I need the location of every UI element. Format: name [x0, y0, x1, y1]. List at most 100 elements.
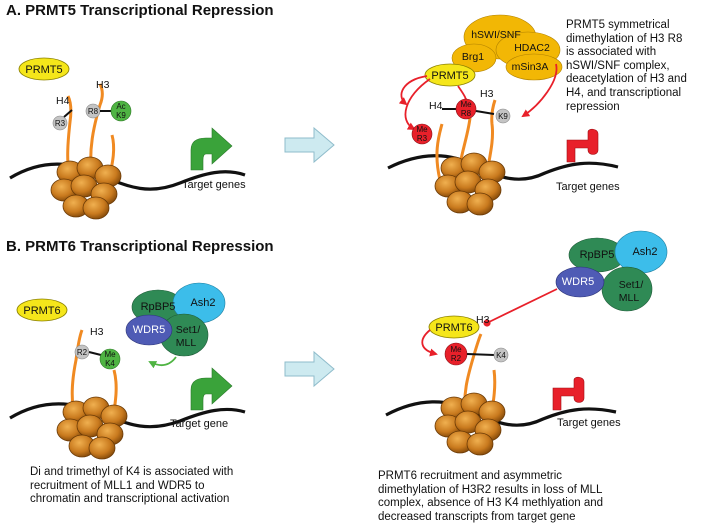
h4-label: H4	[56, 95, 70, 107]
panel-a-left-diagram: PRMT5 H4 R3 H3 R8 Ac K9 Target genes	[9, 57, 246, 220]
ac-k9-mark	[110, 100, 132, 122]
panel-a-right-diagram: hSWI/SNF Brg1 HDAC2 mSin3A PRMT5 H4 Me R…	[387, 14, 620, 216]
hswi-snf-label: hSWI/SNF	[471, 29, 521, 41]
k9-label: K9	[116, 111, 126, 120]
panel-b-left-diagram: PRMT6 RpBP5 Ash2 WDR5 Set1/ MLL H3 R2 Me…	[9, 282, 246, 460]
prmt5-enzyme-label: PRMT5	[25, 64, 62, 76]
active-transcription-arrow	[190, 127, 233, 171]
set1-label-bottom: MLL	[176, 337, 197, 349]
panel-b-left-caption: Di and trimethyl of K4 is associated wit…	[30, 466, 233, 507]
tail-3-repressed	[484, 99, 497, 179]
set1-label-bottom-right: MLL	[619, 292, 640, 304]
dna-strand-b-right	[385, 400, 617, 427]
hdac2-label: HDAC2	[514, 42, 550, 54]
brg1-label: Brg1	[462, 51, 484, 63]
panel-a-transition-arrow	[284, 126, 335, 164]
r8-label: R8	[88, 107, 99, 116]
panel-a-description-line: is associated with	[566, 46, 657, 59]
h3-label-b-right: H3	[476, 314, 490, 326]
panel-b-title: B. PRMT6 Transcriptional Repression	[6, 238, 274, 255]
prmt6-enzyme-label: PRMT6	[23, 305, 60, 317]
ash2-label: Ash2	[190, 297, 215, 309]
panel-b-transition-arrow	[284, 350, 335, 388]
msin3a-complex	[505, 53, 563, 81]
r2-label: R2	[77, 348, 88, 357]
repressed-promoter-b	[552, 376, 585, 411]
prmt5-enzyme	[18, 57, 70, 81]
me-k4-mark	[99, 348, 121, 370]
me-r8-mark	[455, 98, 477, 120]
h3-label-b: H3	[90, 326, 104, 338]
prmt5-bound-label: PRMT5	[431, 70, 468, 82]
k4-label: K4	[496, 351, 506, 360]
h3-tail	[89, 83, 104, 179]
prmt6-enzyme	[16, 298, 68, 322]
me-k4-top: Me	[104, 350, 116, 359]
me-r8-bottom: R8	[461, 109, 472, 118]
dna-strand	[9, 162, 246, 191]
panel-b-left-caption-line: recruitment of MLL1 and WDR5 to	[30, 479, 205, 492]
panel-b-right-diagram: RpBP5 Ash2 WDR5 Set1/ MLL PRMT6 H3 Me R2…	[385, 230, 668, 456]
inhibition-end	[483, 319, 491, 327]
panel-b-right-caption-line: PRMT6 recruitment and asymmetric	[378, 470, 563, 482]
panel-b-right-caption-line: decreased transcripts from target gene	[378, 510, 576, 523]
h3-label-right: H3	[480, 88, 494, 100]
panel-b-left-caption-line: chromatin and transcriptional activation	[30, 493, 230, 506]
me-r8-top: Me	[460, 100, 472, 109]
k4-stub-right	[466, 353, 495, 356]
prmt6-bound	[428, 315, 480, 339]
prmt5-bound	[424, 63, 476, 87]
me-r2-top: Me	[450, 345, 462, 354]
nucleosome-repressed	[434, 152, 506, 216]
inhibition-line	[488, 288, 558, 323]
panel-b-left-caption-line: Di and trimethyl of K4 is associated wit…	[30, 466, 234, 478]
panel-a-description-line: PRMT5 symmetrical	[566, 19, 670, 31]
target-genes-label-b-right: Target genes	[557, 417, 621, 429]
me-k4-bottom: K4	[105, 359, 115, 368]
panel-b-right-caption: PRMT6 recruitment and asymmetric dimethy…	[378, 470, 603, 524]
arrow-to-r3	[404, 78, 431, 130]
k4-mark	[493, 347, 509, 363]
panel-b-right-caption-line: dimethylation of H3R2 results in loss of…	[378, 483, 603, 496]
ash2-label-right: Ash2	[632, 246, 657, 258]
panel-b-right-caption-line: complex, absence of H3 K4 methlyation an…	[378, 497, 604, 510]
panel-a-description-line: dimethylation of H3 R8	[566, 32, 683, 45]
wdr5	[125, 314, 173, 346]
me-r3-mark	[411, 123, 433, 145]
ac-label: Ac	[116, 102, 125, 111]
wdr5-right	[555, 266, 605, 298]
mll-to-k4-arrow	[148, 356, 177, 369]
k9-label-right: K9	[498, 112, 508, 121]
repressed-promoter	[566, 128, 599, 163]
prmt6-bound-label: PRMT6	[435, 322, 472, 334]
target-gene-label: Target gene	[170, 418, 228, 430]
set1-label-top-right: Set1/	[619, 279, 644, 291]
target-genes-label: Target genes	[182, 179, 246, 191]
panel-a-description-line: deacetylation of H3 and	[566, 73, 687, 86]
arrow-to-k9	[521, 63, 558, 118]
h4-tail-repressed	[435, 123, 444, 181]
rpbp5-label: RpBP5	[141, 301, 176, 313]
r3-label: R3	[55, 119, 66, 128]
me-r3-top: Me	[416, 125, 428, 134]
h4-label-right: H4	[429, 100, 443, 112]
panel-a-title: A. PRMT5 Transcriptional Repression	[6, 2, 274, 19]
me-r2-bottom: R2	[451, 354, 462, 363]
msin3a-label: mSin3A	[512, 61, 549, 73]
k9-mark	[495, 108, 511, 124]
r3-mark	[52, 115, 68, 131]
wdr5-label-right: WDR5	[562, 276, 594, 288]
panel-a-description-line: hSWI/SNF complex,	[566, 59, 670, 72]
nucleosome-b-right	[434, 392, 506, 456]
panel-a-description-line: repression	[566, 100, 620, 113]
panel-a-description-line: H4, and transcriptional	[566, 86, 682, 99]
target-genes-label-right: Target genes	[556, 181, 620, 193]
active-transcription-arrow-b	[190, 367, 233, 411]
panel-a-description: PRMT5 symmetrical dimethylation of H3 R8…	[566, 19, 687, 114]
nucleosome	[50, 156, 122, 220]
h3-stub-right	[475, 110, 495, 115]
dna-strand-repressed	[387, 154, 619, 181]
h4-stub	[63, 109, 73, 118]
nucleosome-b	[56, 396, 128, 460]
